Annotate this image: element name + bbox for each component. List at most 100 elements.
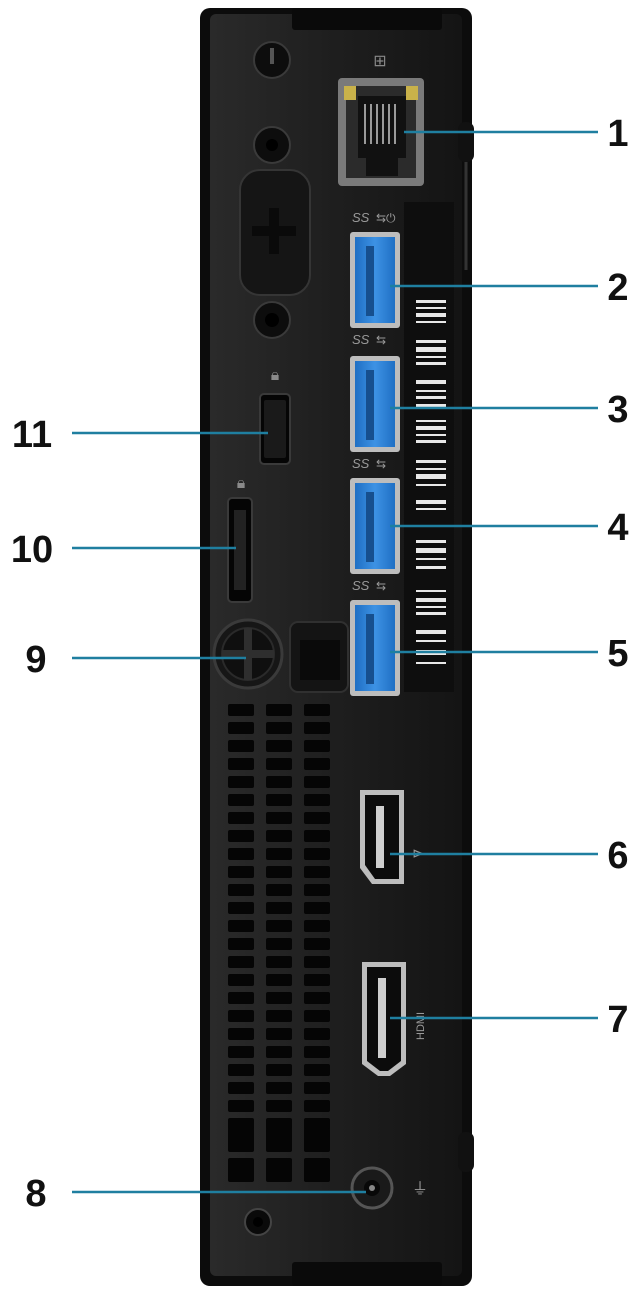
vent-slot <box>304 1118 330 1130</box>
vent-slot <box>266 848 292 860</box>
usb-port-2: SS ⇆⏻ <box>350 210 400 328</box>
vent-slot <box>266 974 292 986</box>
vent-slot <box>304 1100 330 1112</box>
vent-slot <box>304 920 330 932</box>
vent-slot <box>228 704 254 716</box>
vent-slot <box>304 902 330 914</box>
vent-slot <box>228 866 254 878</box>
vent-slot <box>228 758 254 770</box>
vent-slot <box>266 704 292 716</box>
vent-slot <box>228 1082 254 1094</box>
vent-slot <box>304 830 330 842</box>
vent-slot <box>304 1064 330 1076</box>
vent-slot <box>304 974 330 986</box>
vent-slot <box>266 956 292 968</box>
callout-number-10: 10 <box>11 529 53 571</box>
vent-slot <box>266 1082 292 1094</box>
vent-slot <box>304 1046 330 1058</box>
callout-number-7: 7 <box>607 999 628 1041</box>
vent-slot <box>304 1082 330 1094</box>
screw-hole <box>244 1208 272 1236</box>
vent-slot <box>266 758 292 770</box>
usb-icon: ⇆ <box>376 579 386 593</box>
padlock-ring: 🔒︎ <box>227 475 253 603</box>
vent-slot <box>266 740 292 752</box>
vent-slot <box>266 1064 292 1076</box>
vent-slot <box>266 812 292 824</box>
vent-slot <box>228 1010 254 1022</box>
vent-slot <box>304 1028 330 1040</box>
vent-slot <box>266 902 292 914</box>
vent-slot <box>228 920 254 932</box>
vent-slot <box>304 992 330 1004</box>
vent-slot <box>304 812 330 824</box>
vent-slot <box>266 866 292 878</box>
power-connector: ⏚ <box>350 1166 428 1210</box>
vent-slot <box>266 992 292 1004</box>
vent-slot <box>228 794 254 806</box>
callout-number-9: 9 <box>25 639 46 681</box>
vent-slot <box>304 740 330 752</box>
vent-slot <box>228 1064 254 1076</box>
hdmi-port: HDMI <box>362 962 427 1076</box>
vent-slot <box>228 938 254 950</box>
vent-slot <box>304 938 330 950</box>
usb-icon: ⇆ <box>376 333 386 347</box>
vent-grille <box>228 704 330 1182</box>
vent-slot <box>266 1100 292 1112</box>
vent-slot <box>304 722 330 734</box>
callout-number-6: 6 <box>607 835 628 877</box>
vent-slot <box>266 1158 292 1182</box>
vent-slot <box>304 776 330 788</box>
network-icon: ⊞ <box>373 53 386 70</box>
vent-slot <box>228 902 254 914</box>
vent-slot <box>228 812 254 824</box>
usb-port-5: SS ⇆ <box>350 578 400 696</box>
vent-slot <box>304 956 330 968</box>
vent-slot <box>304 758 330 770</box>
lock-icon: 🔒︎ <box>271 367 280 384</box>
vent-slot <box>228 956 254 968</box>
service-tag-label <box>404 202 454 692</box>
callout-number-3: 3 <box>607 389 628 431</box>
vent-slot <box>266 1046 292 1058</box>
vent-slot <box>228 776 254 788</box>
audio-port-block <box>239 41 311 339</box>
vent-slot <box>304 1158 330 1182</box>
thumbscrew <box>212 618 349 693</box>
power-share-icon: ⇆⏻ <box>376 211 396 225</box>
vent-slot <box>266 884 292 896</box>
vent-slot <box>228 1158 254 1182</box>
vent-slot <box>228 1028 254 1040</box>
vent-slot <box>304 866 330 878</box>
callout-number-1: 1 <box>607 113 628 155</box>
vent-slot <box>266 1118 292 1130</box>
vent-slot <box>266 776 292 788</box>
vent-slot <box>266 938 292 950</box>
superspeed-power-icon: SS <box>352 210 370 225</box>
callout-number-11: 11 <box>12 414 52 456</box>
vent-slot <box>228 1100 254 1112</box>
vent-slot <box>228 1118 254 1130</box>
superspeed-icon: SS <box>352 578 370 593</box>
usb-icon: ⇆ <box>376 457 386 471</box>
vent-slot <box>266 920 292 932</box>
superspeed-icon: SS <box>352 456 370 471</box>
vent-slot <box>304 848 330 860</box>
callout-number-4: 4 <box>607 507 628 549</box>
security-cable-slot: 🔒︎ <box>259 367 291 465</box>
barcode <box>416 300 446 664</box>
vent-slot <box>228 1128 254 1152</box>
callout-lines <box>72 130 598 1194</box>
vent-slot <box>228 740 254 752</box>
vent-slot <box>304 884 330 896</box>
callout-number-2: 2 <box>607 267 628 309</box>
hdmi-label: HDMI <box>415 1012 427 1040</box>
vent-slot <box>228 722 254 734</box>
vent-slot <box>266 1028 292 1040</box>
vent-slot <box>304 704 330 716</box>
usb-port-4: SS ⇆ <box>350 456 400 574</box>
vent-slot <box>304 1128 330 1152</box>
network-port: ⊞ <box>338 53 424 186</box>
